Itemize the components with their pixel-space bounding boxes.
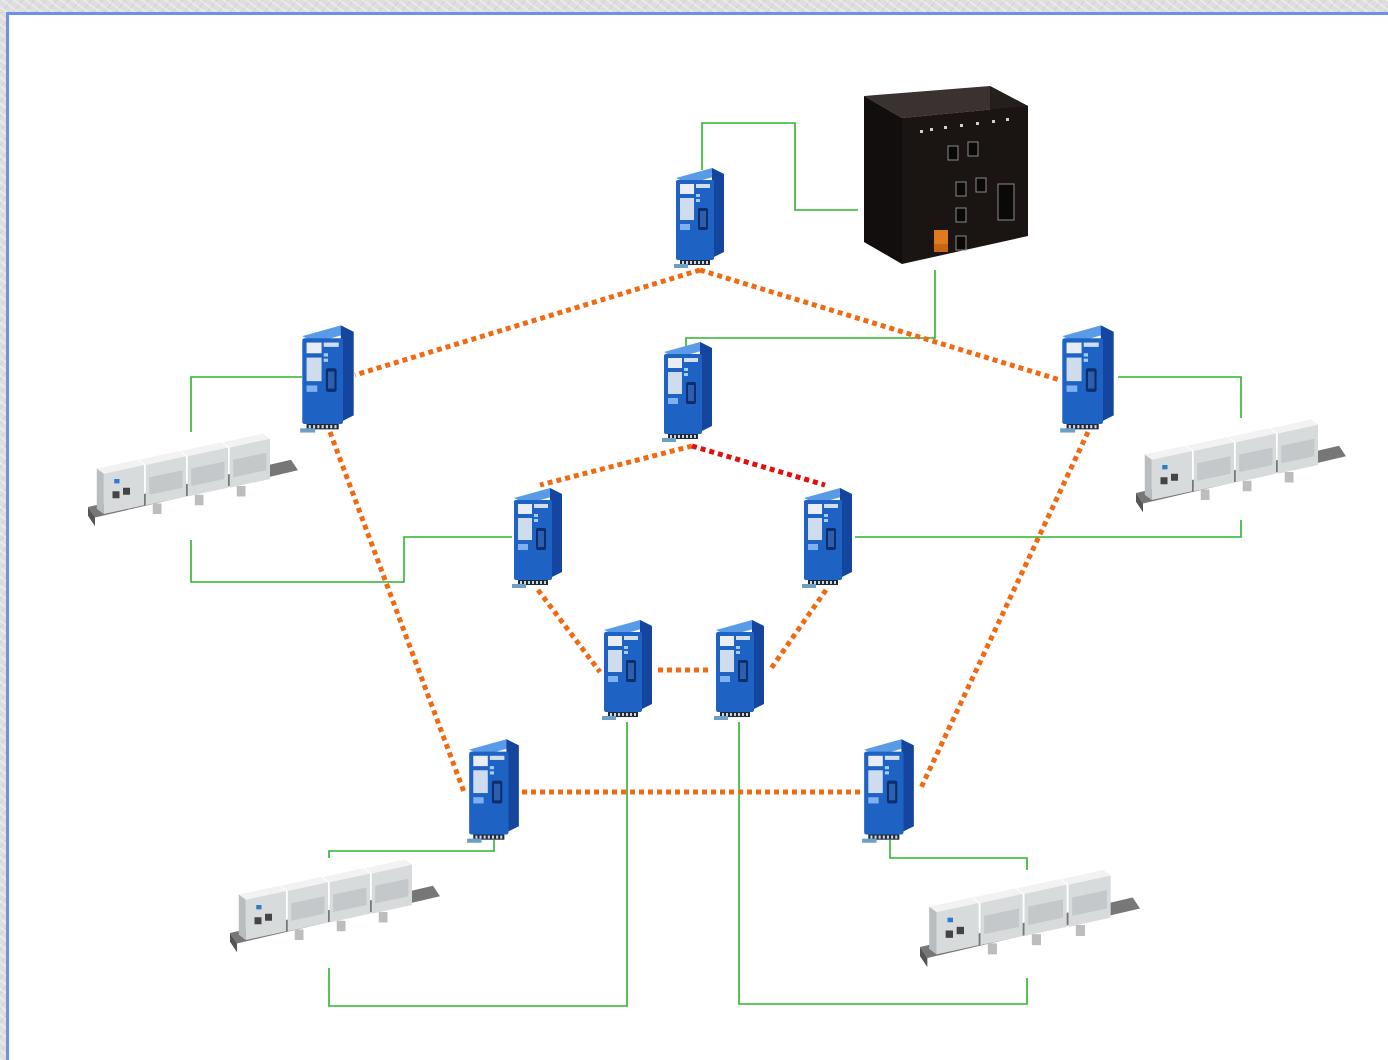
ring-link bbox=[354, 267, 701, 378]
inner-ring-links bbox=[536, 443, 829, 674]
ring-link bbox=[917, 430, 1091, 792]
ethernet-switch-icon bbox=[602, 620, 652, 720]
ethernet-switch-icon bbox=[862, 739, 914, 843]
io-station-icon bbox=[1136, 419, 1346, 513]
fieldbus-link bbox=[855, 520, 1242, 538]
fieldbus-link bbox=[1118, 376, 1242, 418]
ring-link bbox=[327, 431, 467, 793]
ring-link-open bbox=[691, 443, 826, 488]
switches bbox=[300, 168, 1114, 843]
ethernet-switch-icon bbox=[512, 488, 562, 588]
ethernet-switch-icon bbox=[467, 739, 519, 843]
ethernet-switch-icon bbox=[1060, 325, 1114, 433]
ring-link bbox=[536, 588, 602, 674]
fieldbus-link bbox=[328, 722, 628, 1007]
io-station-icon bbox=[230, 859, 440, 953]
fieldbus-link bbox=[685, 270, 936, 360]
fieldbus-link bbox=[701, 122, 858, 211]
ethernet-switch-icon bbox=[674, 168, 724, 268]
outer-ring-links bbox=[327, 267, 1091, 795]
fieldbus-link bbox=[889, 840, 1028, 870]
fieldbus-link bbox=[738, 722, 1028, 1005]
ethernet-switch-icon bbox=[662, 342, 712, 442]
ring-link bbox=[539, 443, 693, 488]
fieldbus-links bbox=[190, 122, 1242, 1007]
io-station-icon bbox=[920, 870, 1140, 968]
ethernet-switch-icon bbox=[300, 325, 354, 433]
fieldbus-link bbox=[328, 840, 495, 858]
io-station-icon bbox=[88, 433, 298, 527]
ring-link bbox=[699, 267, 1061, 383]
ethernet-switch-icon bbox=[802, 488, 852, 588]
fieldbus-link bbox=[190, 536, 512, 583]
ring-link bbox=[767, 588, 829, 672]
motion-controller-icon bbox=[863, 86, 1029, 265]
ethernet-switch-icon bbox=[714, 620, 764, 720]
fieldbus-link bbox=[190, 376, 302, 432]
